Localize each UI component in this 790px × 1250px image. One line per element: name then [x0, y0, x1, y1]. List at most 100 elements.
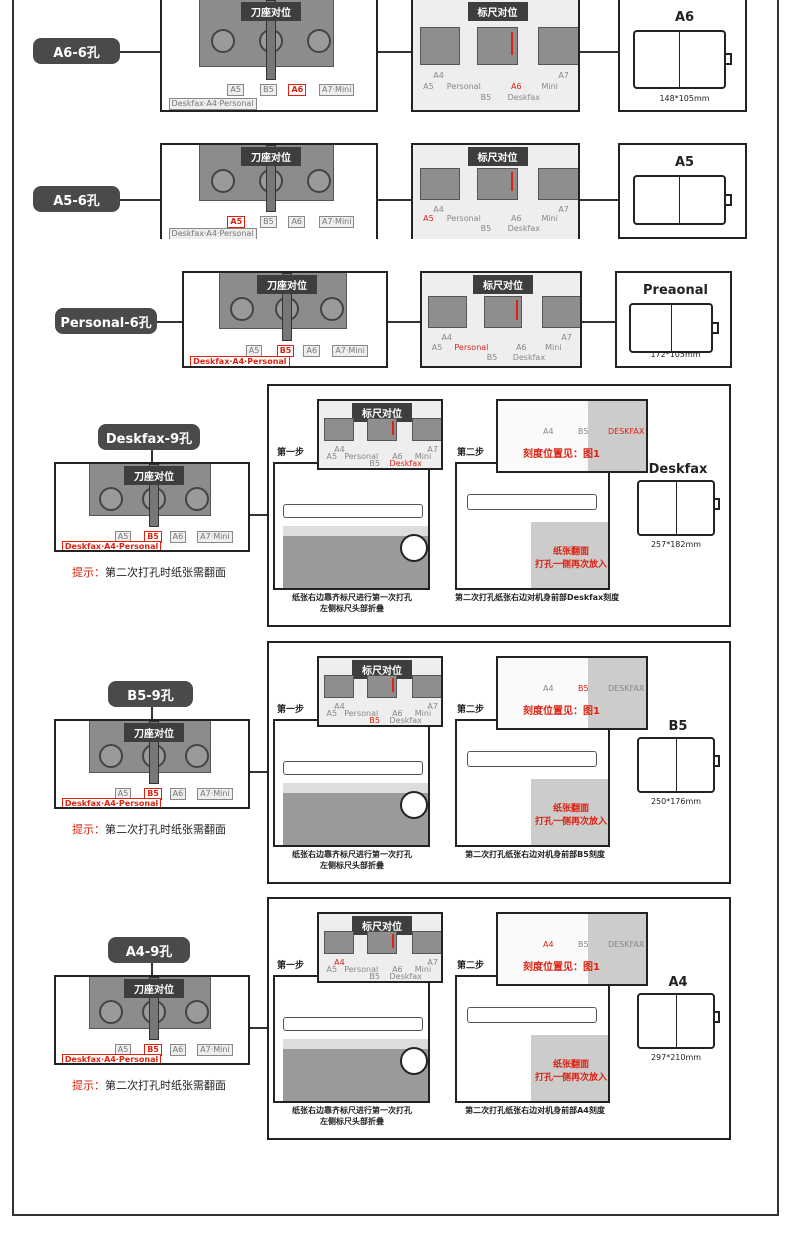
- punch-knob-icon: [185, 743, 210, 768]
- binder-dimensions: 172*105mm: [650, 350, 701, 359]
- blade-size-label-group: Deskfax·A4·Personal: [190, 356, 290, 366]
- tip-text: 提示：第二次打孔时纸张需翻面: [72, 564, 226, 580]
- detail-magnifier-icon: [400, 1047, 428, 1075]
- ruler-label: Mini: [541, 214, 558, 224]
- binder-tab: [712, 322, 719, 335]
- step1-illustration: [273, 719, 430, 847]
- ruler-header: 标尺对位: [352, 403, 412, 422]
- flipped-paper: 纸张翻面打孔一侧再次放入: [531, 522, 608, 588]
- punch-machine-outline: [283, 504, 423, 518]
- step2-label: 第二步: [457, 448, 485, 459]
- tip-message: 第二次打孔时纸张需翻面: [105, 566, 226, 579]
- ruler-block: [483, 296, 523, 329]
- paper-edge: [588, 914, 646, 984]
- tip-text: 提示：第二次打孔时纸张需翻面: [72, 1077, 226, 1093]
- binder-tab: [715, 755, 720, 767]
- ruler-label: A5: [423, 82, 434, 92]
- red-arrow-icon: [392, 420, 395, 436]
- scale-label: DESKFAX: [608, 684, 645, 693]
- ruler-label: A7: [558, 70, 569, 80]
- binder-illustration: [628, 303, 713, 354]
- connector-line: [378, 51, 411, 53]
- tip-message: 第二次打孔时纸张需翻面: [105, 1079, 226, 1092]
- blade-header: 刀座对位: [124, 723, 184, 742]
- flipped-paper: 纸张翻面打孔一侧再次放入: [531, 779, 608, 845]
- binder-tab: [725, 52, 732, 65]
- binder-size-title: B5: [668, 719, 688, 734]
- punch-knob-icon: [98, 999, 123, 1024]
- paper-edge: [588, 658, 646, 728]
- connector-line: [250, 514, 267, 516]
- blade-header: 刀座对位: [124, 979, 184, 998]
- blade-size-label: A7·Mini: [318, 216, 355, 229]
- binder-spine: [679, 177, 681, 223]
- ruler-label: A4: [334, 445, 345, 455]
- binder-size-title: A4: [668, 975, 688, 990]
- tip-label: 提示：: [72, 1079, 105, 1092]
- ruler-label: A6: [392, 709, 403, 719]
- ruler-label: A4: [441, 333, 452, 343]
- punch-knob-icon: [185, 486, 210, 511]
- punch-machine-outline: [467, 494, 597, 510]
- blade-size-label: A7·Mini: [197, 1043, 233, 1056]
- step-instructions-box: [267, 641, 731, 884]
- ruler-block: [412, 675, 441, 699]
- binder-illustration: [632, 30, 726, 90]
- ruler-label: Personal: [454, 342, 489, 352]
- connector-line: [582, 321, 615, 323]
- ruler-label: Personal: [446, 214, 481, 224]
- page-frame: [12, 0, 779, 1216]
- connector-line: [151, 707, 153, 719]
- blade-size-label: A6: [288, 84, 307, 97]
- section-label-pill: Deskfax-9孔: [98, 424, 200, 450]
- blade-header: 刀座对位: [124, 466, 184, 485]
- blade-size-label: A6: [288, 216, 305, 229]
- ruler-block: [477, 27, 518, 65]
- step2-illustration: 纸张翻面打孔一侧再次放入: [455, 975, 610, 1103]
- scale-label: A4: [543, 684, 554, 693]
- ruler-label: A5: [423, 214, 434, 224]
- ruler-block: [366, 418, 398, 442]
- binder-spine: [676, 739, 677, 791]
- connector-line: [120, 51, 160, 53]
- tip-text: 提示：第二次打孔时纸张需翻面: [72, 821, 226, 837]
- punch-knob-icon: [229, 297, 254, 322]
- binder-illustration: [637, 993, 715, 1049]
- ruler-label: A7: [561, 333, 572, 343]
- paper-edge: [588, 401, 646, 471]
- connector-line: [378, 199, 411, 201]
- blade-shaft: [149, 721, 159, 784]
- ruler-label: Deskfax: [389, 459, 422, 469]
- connector-line: [580, 51, 618, 53]
- punch-knob-icon: [98, 743, 123, 768]
- blade-size-label: B5: [276, 344, 295, 357]
- ruler-header: 标尺对位: [467, 147, 528, 166]
- ruler-block: [541, 296, 580, 329]
- ruler-block: [428, 296, 468, 329]
- ruler-label: A4: [433, 204, 444, 214]
- binder-dimensions: 250*176mm: [650, 797, 702, 806]
- ruler-label: B5: [480, 93, 492, 103]
- ruler-label: A4: [334, 702, 345, 712]
- ruler-block: [324, 418, 355, 442]
- paper-instruction: 打孔一侧再次放入: [534, 817, 607, 827]
- connector-line: [250, 771, 267, 773]
- ruler-label: B5: [369, 972, 380, 982]
- ruler-label: Deskfax: [507, 223, 540, 233]
- blade-size-label-group: Deskfax·A4·Personal: [61, 1054, 162, 1063]
- ruler-label: A5: [431, 342, 443, 352]
- blade-size-label: A5: [227, 216, 246, 229]
- paper-instruction: 纸张翻面: [552, 1060, 589, 1070]
- ruler-label: Deskfax: [507, 93, 540, 103]
- binder-size-title: A5: [674, 155, 695, 170]
- ruler-label: A6: [515, 342, 527, 352]
- step1-caption-line1: 纸张右边靠齐标尺进行第一次打孔: [292, 1106, 412, 1115]
- connector-line: [151, 963, 153, 975]
- ruler-header: 标尺对位: [352, 916, 412, 935]
